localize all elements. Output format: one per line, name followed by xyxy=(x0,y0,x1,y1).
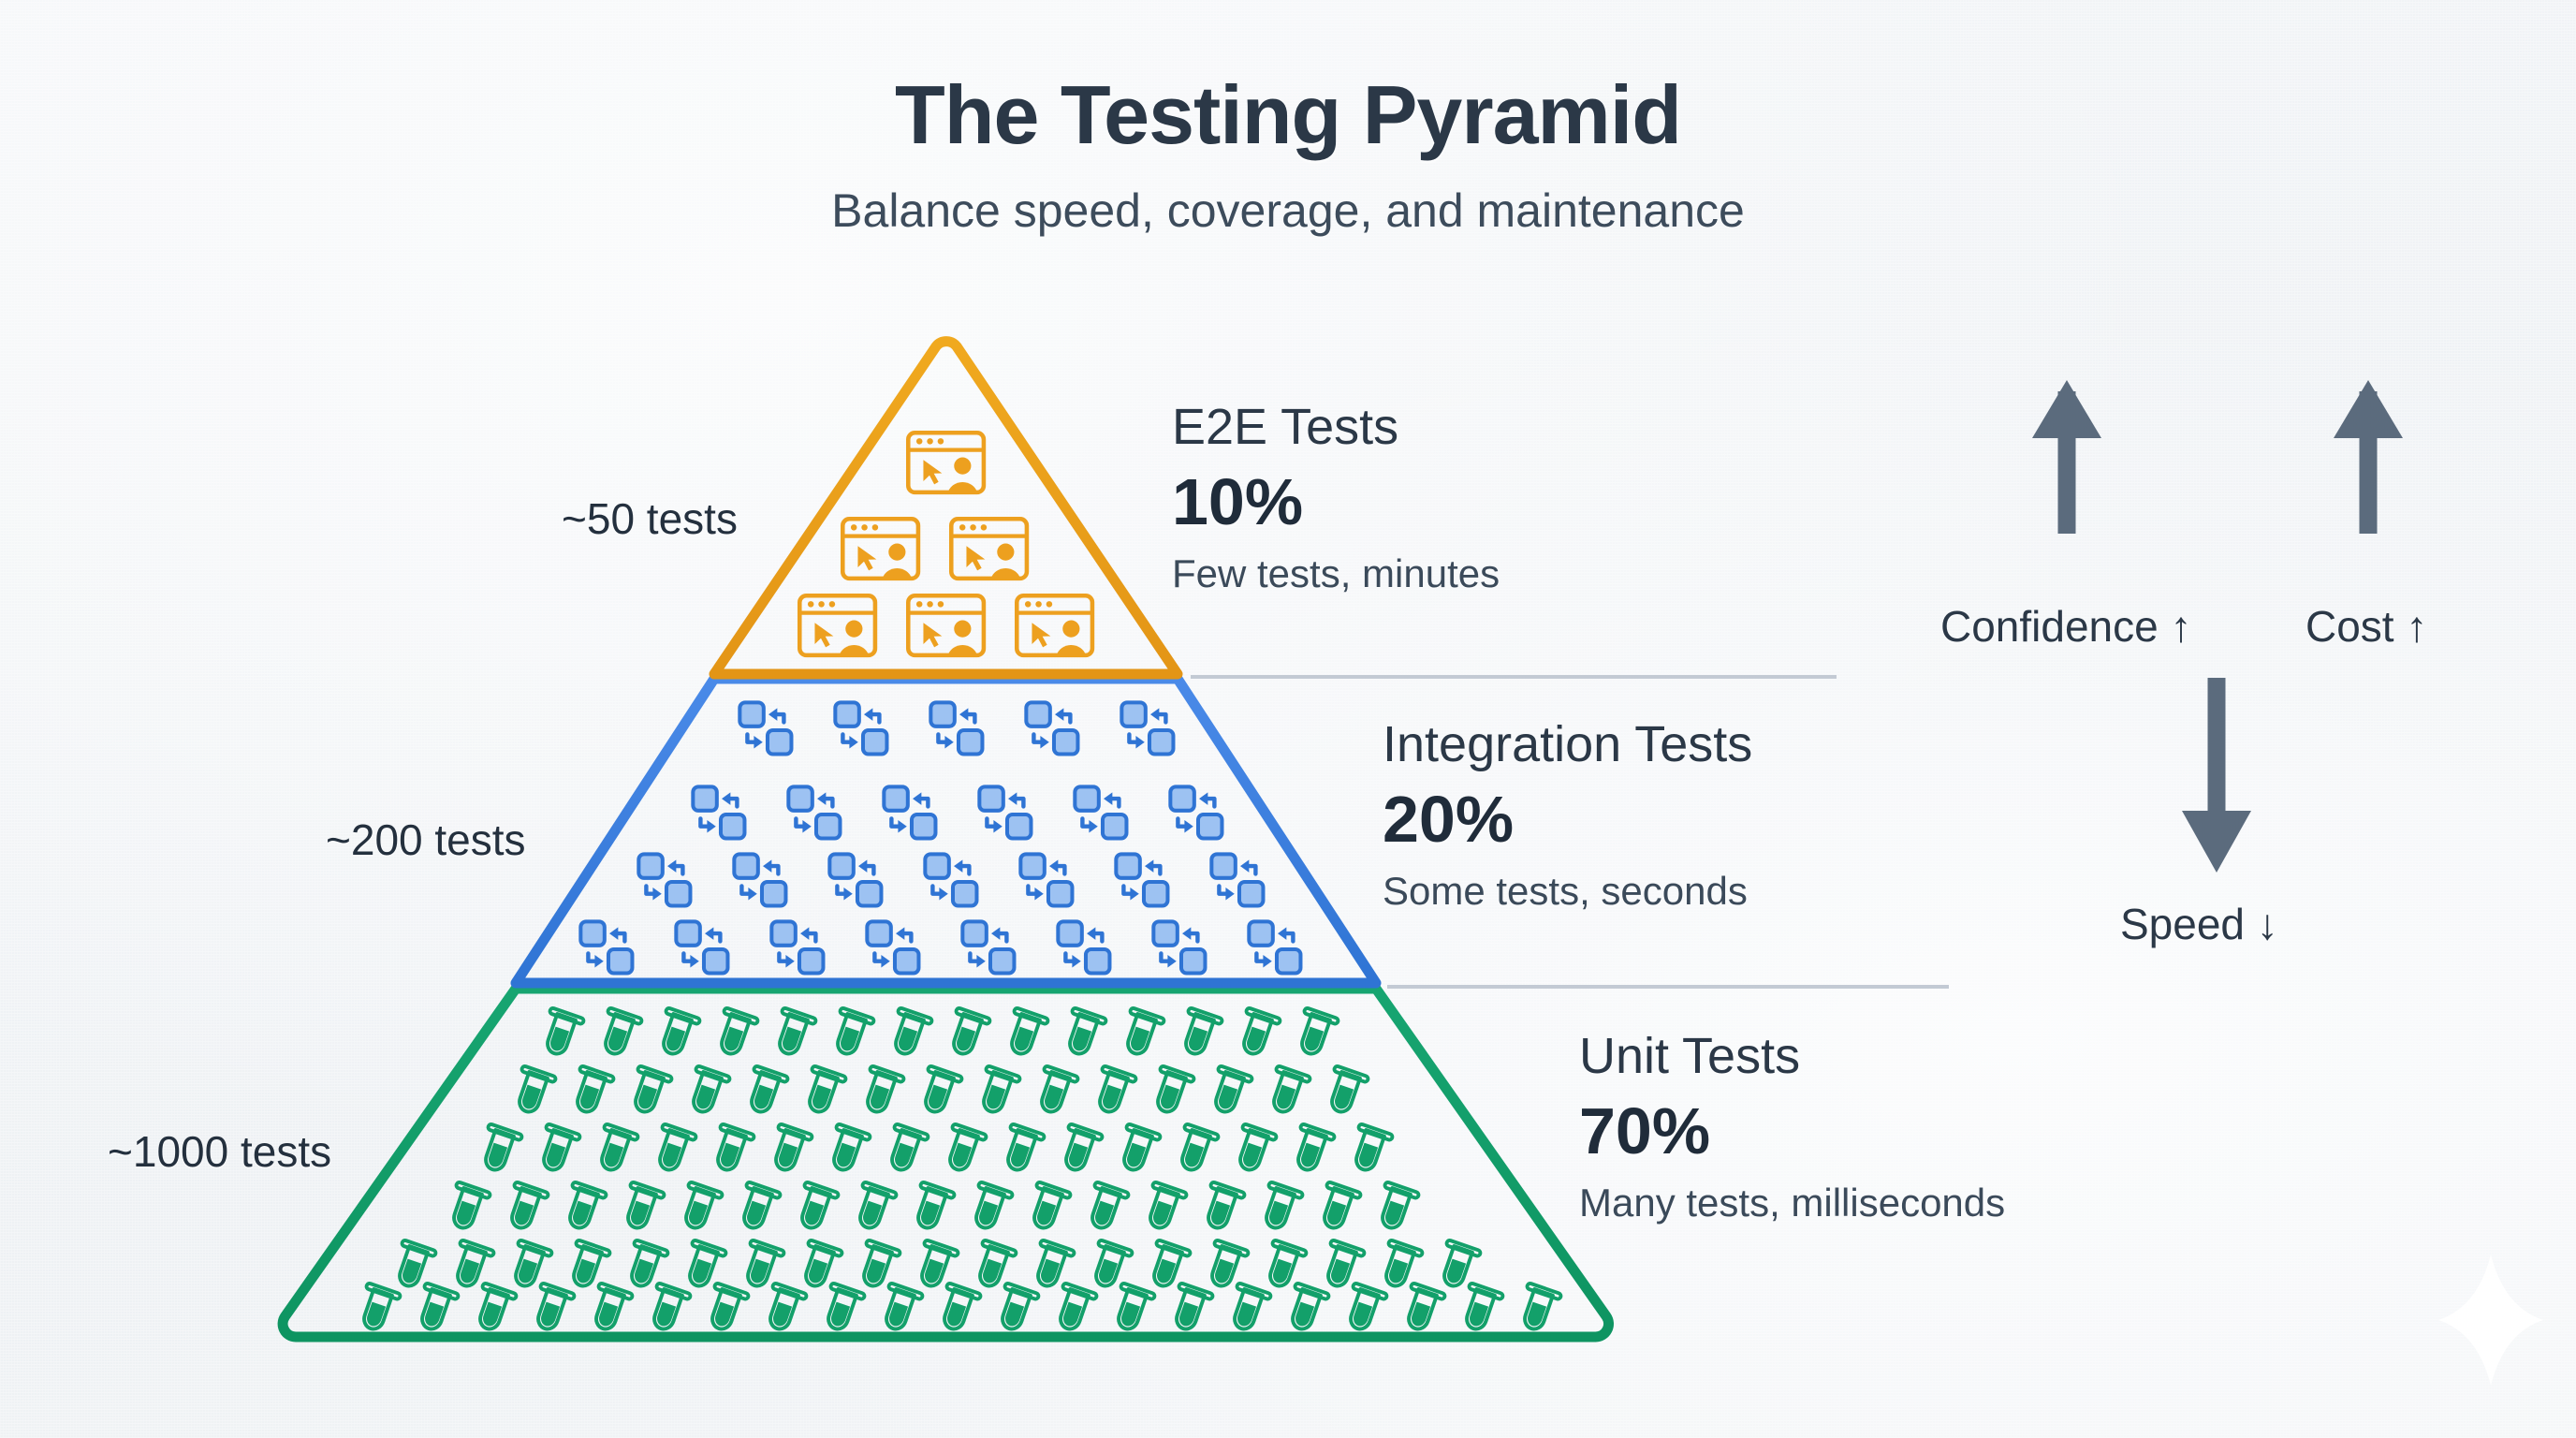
page-title: The Testing Pyramid xyxy=(895,68,1682,161)
tier-info-unit: Unit Tests 70% Many tests, milliseconds xyxy=(1579,1030,2005,1227)
header: The Testing Pyramid Balance speed, cover… xyxy=(0,0,2576,238)
count-label-integration: ~200 tests xyxy=(326,815,526,864)
tier-info-e2e: E2E Tests 10% Few tests, minutes xyxy=(1172,401,1500,598)
tier-name-e2e: E2E Tests xyxy=(1172,399,1399,455)
unit-tier-outline xyxy=(277,983,1614,1343)
tier-description-e2e: Few tests, minutes xyxy=(1172,551,1500,596)
tier-percent-unit: 70% xyxy=(1579,1093,1711,1167)
tier-description-integration: Some tests, seconds xyxy=(1383,869,1748,914)
pyramid-tier-unit[interactable] xyxy=(277,983,1614,1343)
count-label-unit: ~1000 tests xyxy=(108,1127,332,1176)
integration-tier-icons xyxy=(580,702,1300,973)
tier-percent-e2e: 10% xyxy=(1172,464,1304,538)
pyramid-tier-integration[interactable] xyxy=(510,673,1382,989)
meter-label-cost: Cost ↑ xyxy=(2305,602,2428,651)
meter-label-speed: Speed ↓ xyxy=(2120,900,2278,948)
tier-name-integration: Integration Tests xyxy=(1383,716,1753,772)
meter-label-confidence: Confidence ↑ xyxy=(1940,602,2192,651)
sparkle-icon xyxy=(2438,1255,2543,1386)
e2e-tier-icons xyxy=(799,433,1092,655)
tier-percent-integration: 20% xyxy=(1383,782,1515,856)
meter-arrow-confidence xyxy=(2032,380,2101,534)
tier-description-unit: Many tests, milliseconds xyxy=(1579,1181,2006,1225)
page-subtitle: Balance speed, coverage, and maintenance xyxy=(831,184,1745,237)
meter-arrow-speed xyxy=(2182,678,2251,873)
pyramid-tier-e2e[interactable] xyxy=(709,336,1183,680)
meter-arrow-cost xyxy=(2334,380,2403,534)
unit-tier-icons xyxy=(352,1005,1564,1337)
e2e-tier-outline xyxy=(709,336,1183,680)
count-label-e2e: ~50 tests xyxy=(562,494,738,543)
tier-name-unit: Unit Tests xyxy=(1579,1028,1801,1084)
tier-info-integration: Integration Tests 20% Some tests, second… xyxy=(1383,718,1752,916)
